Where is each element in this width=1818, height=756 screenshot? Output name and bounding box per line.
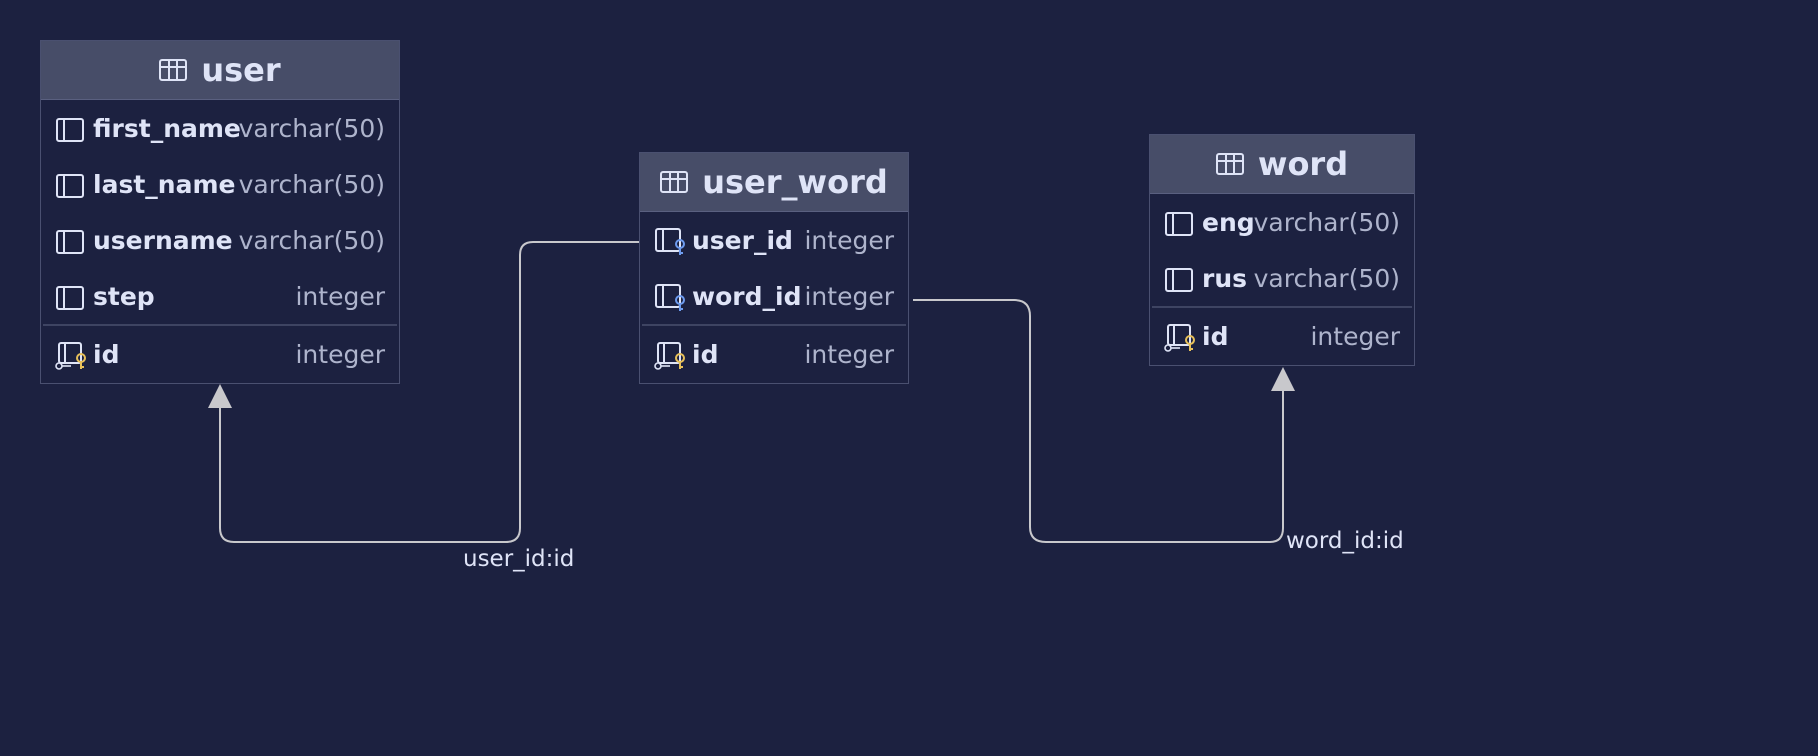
column-row[interactable]: rus varchar(50) [1150, 250, 1414, 306]
column-row[interactable]: eng varchar(50) [1150, 194, 1414, 250]
table-icon [1215, 153, 1244, 175]
column-name: eng [1202, 207, 1255, 237]
column-icon [56, 286, 84, 310]
column-name: id [692, 339, 719, 369]
entity-user[interactable]: user first_name varchar(50) last_name va… [40, 40, 400, 384]
column-type: integer [1310, 321, 1400, 351]
column-icon [56, 118, 84, 142]
key-separator [1152, 306, 1412, 308]
relation-label-word-id: word_id:id [1286, 528, 1404, 554]
foreign-key-row[interactable]: user_id integer [640, 212, 908, 268]
primary-key-row[interactable]: id integer [1150, 308, 1414, 364]
column-type: varchar(50) [238, 225, 385, 255]
column-type: varchar(50) [1253, 263, 1400, 293]
entity-title: word [1257, 145, 1349, 183]
primary-key-icon [1164, 324, 1195, 352]
entity-title: user_word [702, 163, 888, 201]
entity-word[interactable]: word eng varchar(50) rus varchar(50) [1149, 134, 1415, 366]
column-name: username [93, 225, 233, 255]
column-name: first_name [93, 113, 241, 143]
primary-key-icon [55, 342, 86, 370]
table-icon [660, 171, 689, 193]
column-icon [56, 174, 84, 198]
key-separator [43, 324, 397, 326]
entity-header[interactable]: word [1150, 135, 1414, 194]
entity-title: user [201, 51, 281, 89]
relation-label-user-id: user_id:id [463, 546, 575, 572]
entity-header[interactable]: user [41, 41, 399, 100]
column-row[interactable]: username varchar(50) [41, 212, 399, 268]
column-name: id [93, 339, 120, 369]
key-separator [642, 324, 906, 326]
column-name: word_id [692, 281, 802, 311]
entity-user-word[interactable]: user_word user_id integer word_id inte [639, 152, 909, 384]
relation-arrow-user [208, 384, 232, 408]
column-row[interactable]: first_name varchar(50) [41, 100, 399, 156]
column-name: id [1202, 321, 1229, 351]
column-name: user_id [692, 225, 793, 255]
relation-arrow-word [1271, 367, 1295, 391]
column-type: integer [804, 225, 894, 255]
column-name: rus [1202, 263, 1248, 293]
column-icon [1165, 212, 1193, 236]
column-type: integer [295, 281, 385, 311]
foreign-key-row[interactable]: word_id integer [640, 268, 908, 324]
column-type: integer [295, 339, 385, 369]
table-icon [159, 59, 188, 81]
column-type: varchar(50) [238, 169, 385, 199]
column-name: step [93, 281, 155, 311]
column-type: integer [804, 339, 894, 369]
column-row[interactable]: last_name varchar(50) [41, 156, 399, 212]
primary-key-icon [654, 342, 685, 370]
column-icon [1165, 268, 1193, 292]
column-row[interactable]: step integer [41, 268, 399, 324]
entity-header[interactable]: user_word [640, 153, 908, 212]
primary-key-row[interactable]: id integer [41, 326, 399, 382]
column-type: varchar(50) [238, 113, 385, 143]
foreign-key-icon [655, 284, 685, 311]
primary-key-row[interactable]: id integer [640, 326, 908, 382]
column-type: integer [804, 281, 894, 311]
column-name: last_name [93, 169, 236, 199]
column-icon [56, 230, 84, 254]
column-type: varchar(50) [1253, 207, 1400, 237]
foreign-key-icon [655, 228, 685, 255]
